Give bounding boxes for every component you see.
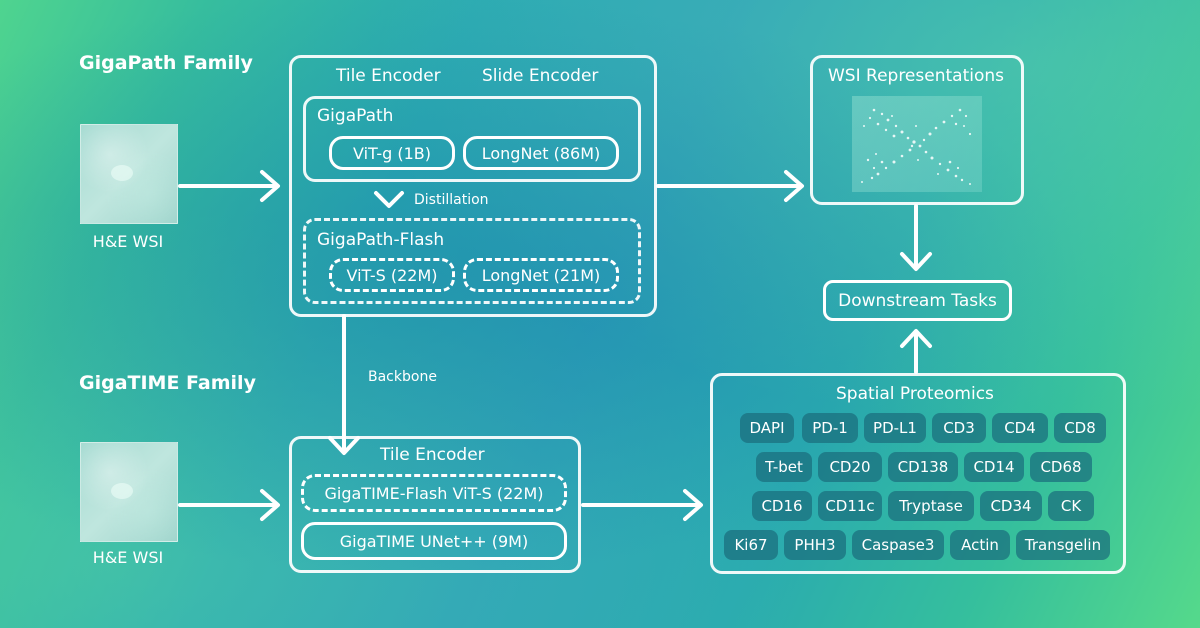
- distillation-label: Distillation: [414, 192, 489, 208]
- tile-encoder-header: Tile Encoder: [336, 66, 441, 86]
- wsi-representations-title: WSI Representations: [828, 66, 1004, 86]
- marker-chip: Actin: [950, 530, 1010, 560]
- marker-chip: T-bet: [756, 452, 812, 482]
- gigapath-flash-box: [303, 218, 641, 304]
- gigapath-flash-title: GigaPath-Flash: [317, 230, 445, 250]
- longnet-86m-pill: LongNet (86M): [463, 136, 619, 170]
- marker-chip: CD20: [818, 452, 882, 482]
- marker-chip: Caspase3: [852, 530, 944, 560]
- wsi-representations-box: [810, 55, 1024, 205]
- marker-chip: PHH3: [784, 530, 846, 560]
- gigatime-unet-pill: GigaTIME UNet++ (9M): [301, 522, 567, 560]
- gigatime-encoder-box: [289, 436, 581, 573]
- embedding-scatter-image: [852, 96, 982, 192]
- backbone-label: Backbone: [368, 369, 437, 385]
- marker-chip: CD34: [980, 491, 1042, 521]
- downstream-tasks-box: Downstream Tasks: [823, 280, 1012, 321]
- longnet-21m-pill: LongNet (21M): [463, 258, 619, 292]
- marker-chip: CD3: [932, 413, 986, 443]
- marker-chip: CD4: [992, 413, 1048, 443]
- he-wsi-caption-bottom: H&E WSI: [92, 548, 164, 567]
- vit-g-pill: ViT-g (1B): [329, 136, 455, 170]
- marker-chip: PD-L1: [864, 413, 926, 443]
- marker-chip: CD11c: [818, 491, 882, 521]
- marker-chip: Ki67: [724, 530, 778, 560]
- slide-encoder-header: Slide Encoder: [482, 66, 599, 86]
- spatial-proteomics-title: Spatial Proteomics: [836, 384, 994, 404]
- marker-chip: CK: [1048, 491, 1094, 521]
- marker-chip: CD138: [888, 452, 958, 482]
- he-wsi-caption-top: H&E WSI: [92, 232, 164, 251]
- marker-chip: CD16: [752, 491, 812, 521]
- gigatime-family-label: GigaTIME Family: [79, 372, 256, 394]
- he-wsi-thumbnail-top: [80, 124, 178, 224]
- gigapath-title: GigaPath: [317, 106, 394, 126]
- marker-chip: Transgelin: [1016, 530, 1110, 560]
- gigatime-tile-encoder-header: Tile Encoder: [380, 445, 485, 465]
- marker-chip: CD14: [964, 452, 1024, 482]
- marker-chip: PD-1: [802, 413, 858, 443]
- marker-chip: CD8: [1054, 413, 1106, 443]
- marker-chip: CD68: [1030, 452, 1092, 482]
- marker-chip: DAPI: [740, 413, 794, 443]
- distillation-chevron: [374, 191, 404, 208]
- gigapath-encoder-box: [289, 55, 657, 317]
- gigatime-flash-pill: GigaTIME-Flash ViT-S (22M): [301, 474, 567, 512]
- he-wsi-thumbnail-bottom: [80, 442, 178, 542]
- gigapath-model-box: [303, 96, 641, 182]
- vit-s-pill: ViT-S (22M): [329, 258, 455, 292]
- gigapath-family-label: GigaPath Family: [79, 52, 253, 74]
- spatial-proteomics-box: [710, 373, 1126, 574]
- marker-chip: Tryptase: [888, 491, 974, 521]
